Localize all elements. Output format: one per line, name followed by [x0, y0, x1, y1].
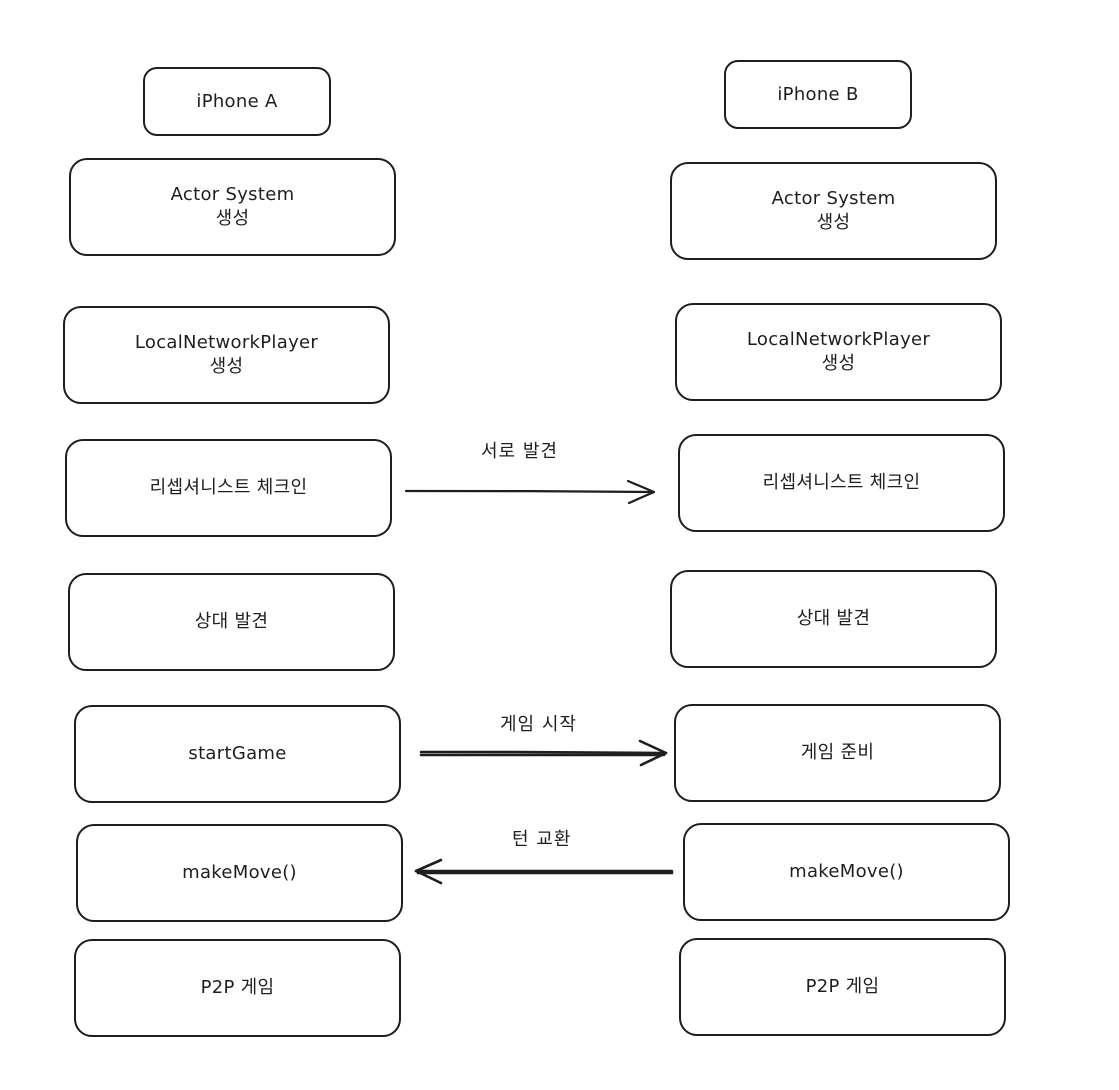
a-make-move-label: makeMove(): [182, 862, 297, 883]
edge-discover-label: 서로 발견: [481, 441, 558, 462]
b-receptionist-checkin-node: 리셉셔니스트 체크인: [678, 434, 1005, 532]
b-actor-system-line2: 생성: [816, 212, 851, 233]
edge-turn-exchange-label: 턴 교환: [512, 829, 572, 850]
edge-discover-arrow: [404, 479, 656, 505]
a-local-network-player-line2: 생성: [209, 356, 244, 377]
edge-game-start-arrow: [419, 739, 668, 767]
iphone-b-label: iPhone B: [777, 83, 859, 105]
b-local-network-player-line1: LocalNetworkPlayer: [746, 329, 931, 350]
b-receptionist-checkin-label: 리셉셔니스트 체크인: [762, 472, 921, 493]
b-game-ready-label: 게임 준비: [800, 742, 875, 763]
a-p2p-game-node: P2P 게임: [74, 939, 401, 1037]
b-make-move-label: makeMove(): [789, 861, 904, 882]
a-p2p-game-label: P2P 게임: [200, 977, 275, 998]
b-actor-system-line1: Actor System: [771, 188, 896, 209]
b-game-ready-node: 게임 준비: [674, 704, 1001, 802]
a-peer-found-node: 상대 발견: [68, 573, 395, 671]
b-actor-system-node: Actor System 생성: [670, 162, 997, 260]
a-local-network-player-line1: LocalNetworkPlayer: [134, 332, 319, 353]
b-local-network-player-node: LocalNetworkPlayer 생성: [675, 303, 1002, 401]
b-peer-found-node: 상대 발견: [670, 570, 997, 668]
b-make-move-node: makeMove(): [683, 823, 1010, 921]
b-local-network-player-line2: 생성: [821, 353, 856, 374]
a-make-move-node: makeMove(): [76, 824, 403, 922]
a-local-network-player-node: LocalNetworkPlayer 생성: [63, 306, 390, 404]
a-start-game-node: startGame: [74, 705, 401, 803]
a-start-game-label: startGame: [188, 743, 287, 764]
a-actor-system-node: Actor System 생성: [69, 158, 396, 256]
a-peer-found-label: 상대 발견: [194, 611, 269, 632]
iphone-b-title: iPhone B: [724, 60, 912, 129]
b-p2p-game-node: P2P 게임: [679, 938, 1006, 1036]
edge-game-start-label: 게임 시작: [500, 714, 577, 735]
iphone-a-label: iPhone A: [196, 90, 278, 112]
iphone-a-title: iPhone A: [143, 67, 331, 136]
a-receptionist-checkin-label: 리셉셔니스트 체크인: [149, 477, 308, 498]
a-actor-system-line1: Actor System: [170, 184, 295, 205]
edge-turn-exchange-arrow: [414, 858, 674, 885]
b-p2p-game-label: P2P 게임: [805, 976, 880, 997]
a-actor-system-line2: 생성: [215, 208, 250, 229]
a-receptionist-checkin-node: 리셉셔니스트 체크인: [65, 439, 392, 537]
b-peer-found-label: 상대 발견: [796, 608, 871, 629]
